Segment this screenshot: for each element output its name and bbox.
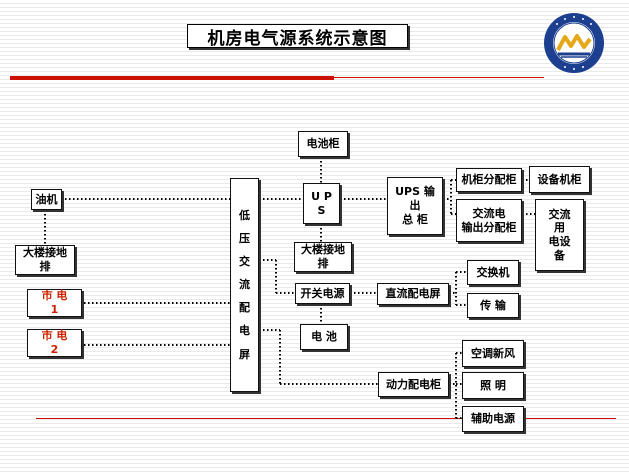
- header-rule-red: [10, 76, 334, 80]
- auxiliary-power-box: 辅助电源: [462, 406, 524, 432]
- battery-cabinet-box: 电池柜: [298, 131, 348, 157]
- city-power-2-box: 市 电 2: [27, 329, 82, 357]
- power-distribution-cabinet-box: 动力配电柜: [378, 372, 449, 397]
- ac-output-distribution-box: 交流电 输出分配柜: [456, 199, 522, 242]
- page-title: 机房电气源系统示意图: [187, 24, 408, 49]
- hvac-fresh-air-box: 空调新风: [462, 340, 524, 367]
- city-power-1-box: 市 电 1: [27, 289, 82, 317]
- transmission-box: 传 输: [467, 293, 519, 318]
- footer-rule: [36, 418, 616, 419]
- exchange-switch-box: 交换机: [467, 260, 519, 285]
- switch-power-supply-box: 开关电源: [295, 283, 350, 304]
- equipment-rack-box: 设备机柜: [529, 166, 590, 193]
- lv-ac-distribution-panel: 低 压 交 流 配 电 屏: [230, 178, 259, 392]
- ac-equipment-box: 交流 用 电设 备: [535, 199, 584, 271]
- rack-distribution-cabinet-box: 机柜分配柜: [456, 168, 522, 192]
- header-rule-thin: [334, 77, 544, 78]
- lighting-box: 照 明: [462, 372, 524, 399]
- ups-output-cabinet-box: UPS 输 出 总 柜: [387, 177, 443, 235]
- dc-distribution-panel-box: 直流配电屏: [377, 283, 449, 305]
- ups-box: U P S: [303, 183, 340, 224]
- association-logo: [544, 13, 604, 73]
- ground-bar-middle-box: 大楼接地 排: [294, 242, 352, 272]
- ground-bar-left-box: 大楼接地 排: [15, 245, 75, 275]
- battery-box: 电 池: [300, 324, 348, 350]
- diesel-generator-box: 油机: [31, 189, 62, 210]
